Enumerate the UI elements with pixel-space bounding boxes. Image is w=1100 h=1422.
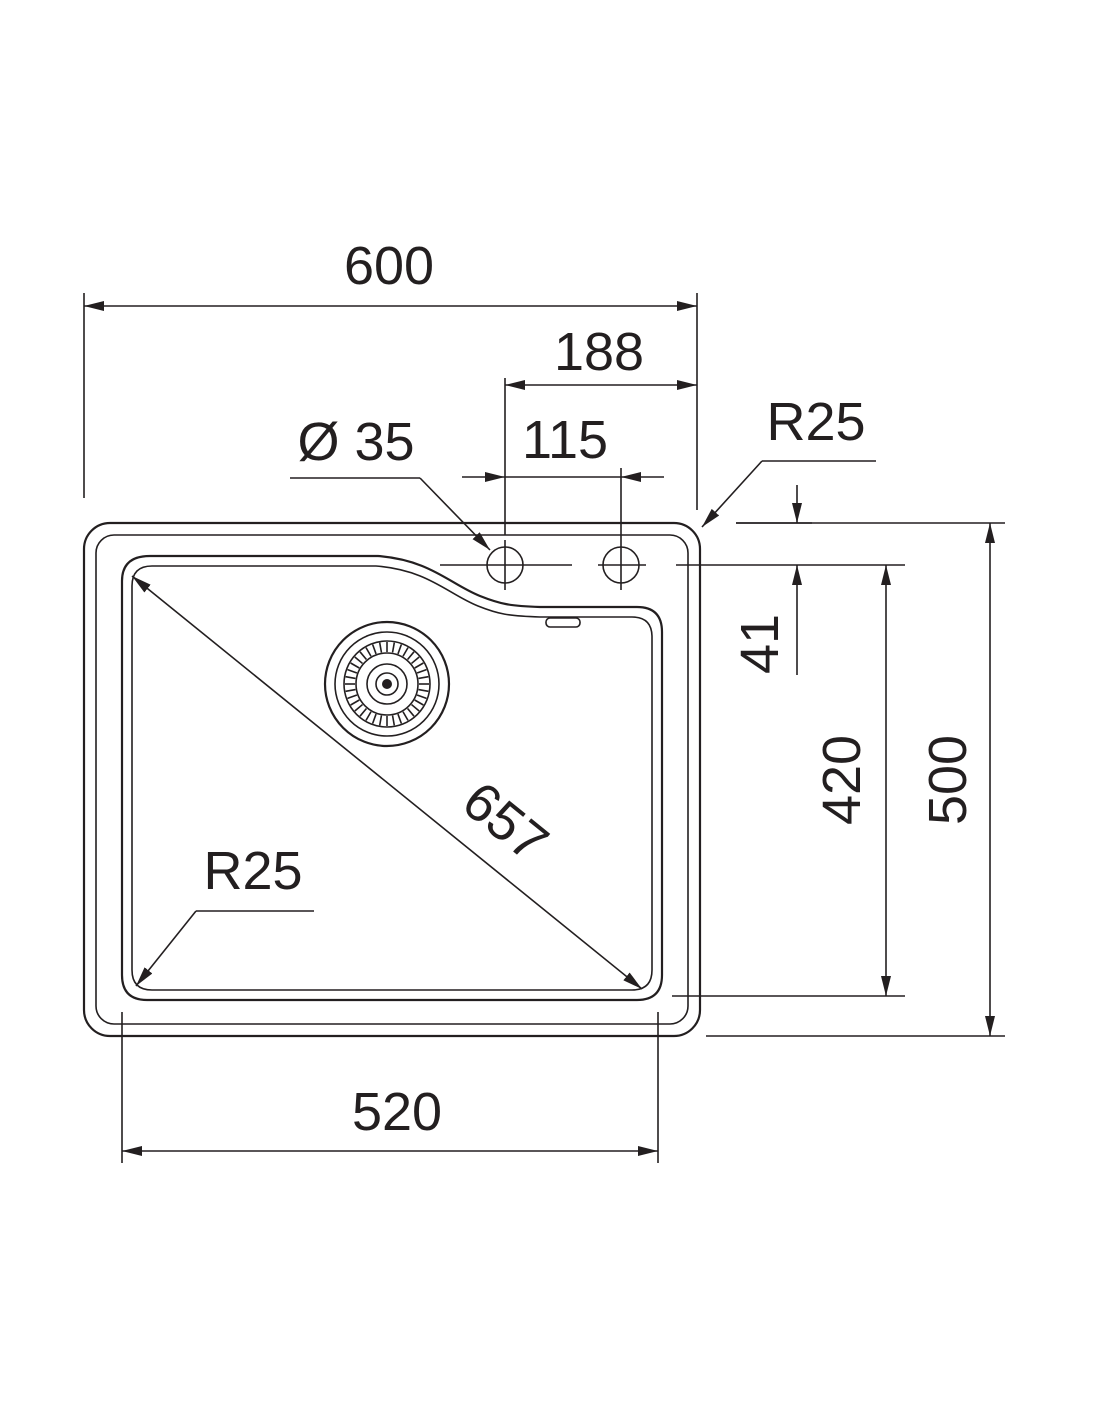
strainer-slot bbox=[345, 675, 356, 680]
strainer-slot bbox=[371, 644, 377, 655]
dimension-tap-hole-diameter: Ø 35 bbox=[290, 412, 491, 551]
overflow-slot bbox=[545, 617, 581, 628]
strainer-slot bbox=[350, 662, 360, 669]
label-overall-width: 600 bbox=[344, 236, 434, 296]
strainer-slot bbox=[371, 713, 377, 724]
label-corner-radius-bowl: R25 bbox=[203, 841, 302, 901]
strainer-slot bbox=[378, 715, 383, 726]
dimension-overall-depth: 500 bbox=[706, 522, 1005, 1037]
dimension-overall-width: 600 bbox=[83, 236, 698, 510]
dimension-bowl-depth: 420 bbox=[672, 565, 905, 997]
drain-strainer-icon bbox=[323, 620, 451, 748]
strainer-slot bbox=[347, 668, 358, 674]
sink-outline bbox=[82, 521, 702, 1038]
strainer-slot bbox=[397, 644, 403, 655]
strainer-slot bbox=[345, 688, 356, 693]
strainer-slot bbox=[402, 711, 409, 721]
label-bowl-width: 520 bbox=[352, 1082, 442, 1142]
label-bowl-depth: 420 bbox=[812, 735, 872, 825]
strainer-slot bbox=[350, 699, 360, 706]
dimension-corner-radius-bowl: R25 bbox=[135, 841, 314, 987]
strainer-slot bbox=[406, 651, 415, 661]
tap-holes bbox=[440, 540, 646, 590]
strainer-slot bbox=[365, 711, 372, 721]
dimension-tap-hole-spacing: 115 bbox=[462, 410, 664, 540]
strainer-slot bbox=[391, 642, 396, 653]
strainer-slot bbox=[416, 694, 427, 700]
dimension-corner-radius-outer: R25 bbox=[701, 392, 876, 528]
strainer-slot bbox=[418, 688, 429, 693]
strainer-slot bbox=[402, 647, 409, 657]
label-bowl-diagonal: 657 bbox=[451, 770, 559, 873]
label-tap-to-edge: 188 bbox=[554, 322, 644, 382]
label-overall-depth: 500 bbox=[918, 735, 978, 825]
bowl-inner-contour bbox=[131, 565, 653, 991]
strainer-slot bbox=[354, 703, 364, 712]
strainer-slot bbox=[406, 707, 415, 717]
strainer-slot bbox=[414, 662, 424, 669]
dimension-bowl-width: 520 bbox=[121, 1012, 659, 1163]
strainer-slot bbox=[418, 675, 429, 680]
strainer-slot bbox=[416, 668, 427, 674]
strainer-slot bbox=[414, 699, 424, 706]
strainer-slot bbox=[410, 656, 420, 665]
label-bowl-offset: 41 bbox=[730, 614, 790, 674]
strainer-slot bbox=[354, 656, 364, 665]
dimension-bowl-diagonal: 657 bbox=[131, 575, 643, 990]
label-tap-hole-diameter: Ø 35 bbox=[297, 412, 414, 472]
strainer-slot bbox=[347, 694, 358, 700]
strainer-slot bbox=[359, 651, 368, 661]
strainer-slot bbox=[359, 707, 368, 717]
dimension-tap-to-edge: 188 bbox=[504, 322, 697, 535]
strainer-slot bbox=[410, 703, 420, 712]
sink-rim-edge bbox=[95, 534, 689, 1025]
sink-outer-edge bbox=[82, 521, 702, 1038]
dimension-bowl-offset: 41 bbox=[676, 485, 905, 675]
strainer-slot bbox=[365, 647, 372, 657]
strainer-slot bbox=[378, 642, 383, 653]
strainer-slot bbox=[397, 713, 403, 724]
strainer-slot bbox=[391, 715, 396, 726]
label-tap-hole-spacing: 115 bbox=[522, 410, 608, 470]
label-corner-radius-outer: R25 bbox=[766, 392, 865, 452]
